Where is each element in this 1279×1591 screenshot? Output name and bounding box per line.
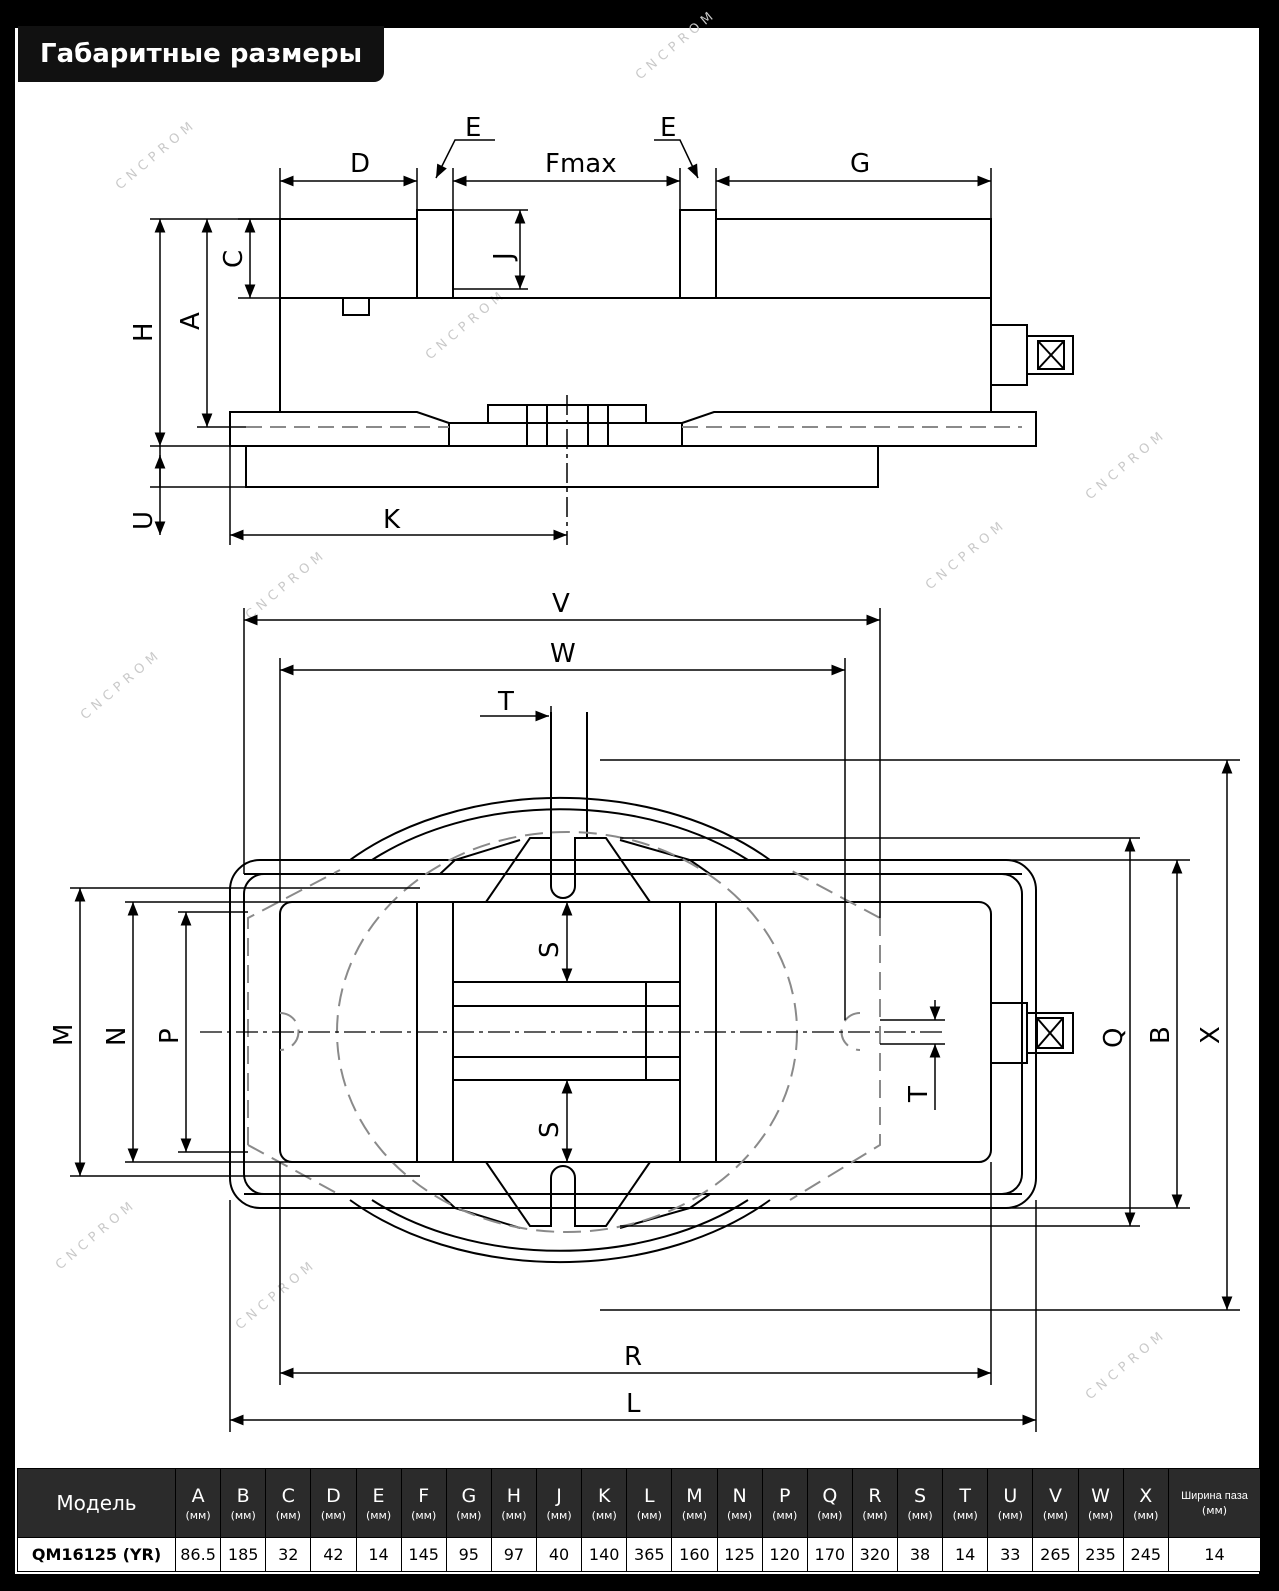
dim-label-X: X [1196,1026,1226,1044]
header-R: R(мм) [851,1468,899,1538]
header-K: K(мм) [581,1468,628,1538]
header-F: F(мм) [400,1468,447,1538]
table-header-row: Модель A(мм) B(мм) C(мм) D(мм) E(мм) F(м… [17,1468,1261,1538]
watermark-text-8: CNCPROM [53,1197,140,1274]
watermark-text-7: CNCPROM [78,647,165,724]
cell-H: 97 [490,1537,538,1572]
cell-G: 95 [445,1537,492,1572]
header-N: N(мм) [716,1468,763,1538]
dim-label-H: H [129,322,159,342]
header-U: U(мм) [987,1468,1034,1538]
header-S: S(мм) [896,1468,944,1538]
dim-label-G: G [850,149,870,179]
header-E: E(мм) [355,1468,402,1538]
header-P: P(мм) [761,1468,808,1538]
side-view [229,209,1074,545]
header-L: L(мм) [626,1468,673,1538]
dim-label-R: R [624,1342,642,1372]
dim-label-D: D [350,149,370,179]
watermark-text-1: CNCPROM [633,7,720,84]
header-V: V(мм) [1032,1468,1079,1538]
dim-label-W: W [550,639,576,669]
cell-K: 140 [581,1537,628,1572]
cell-L: 365 [626,1537,673,1572]
dim-label-B: B [1146,1026,1176,1044]
dim-label-C: C [219,250,249,268]
header-model: Модель [17,1468,176,1538]
watermark-text-5: CNCPROM [923,517,1010,594]
header-slot-width: Ширина паза(мм) [1168,1468,1261,1538]
dimensions-table: Модель A(мм) B(мм) C(мм) D(мм) E(мм) F(м… [17,1468,1261,1572]
watermark-text-6: CNCPROM [243,547,330,624]
cell-J: 40 [535,1537,583,1572]
header-D: D(мм) [310,1468,357,1538]
cell-U: 33 [987,1537,1034,1572]
header-G: G(мм) [445,1468,492,1538]
cell-P: 120 [761,1537,808,1572]
cell-E: 14 [355,1537,402,1572]
technical-drawing: CNCPROM CNCPROM CNCPROM CNCPROM CNCPROM … [49,7,1240,1432]
header-Q: Q(мм) [806,1468,853,1538]
cell-T: 14 [942,1537,989,1572]
cell-model: QM16125 (YR) [17,1537,176,1572]
dim-label-T-top: T [497,687,514,717]
cell-slot-width: 14 [1168,1537,1261,1572]
watermark-text-9: CNCPROM [233,1257,320,1334]
cell-N: 125 [716,1537,763,1572]
header-X: X(мм) [1122,1468,1170,1538]
cell-W: 235 [1077,1537,1124,1572]
cell-C: 32 [265,1537,312,1572]
top-view [229,712,1074,1264]
top-view-dimensions [70,608,1240,1432]
dim-label-M: M [49,1024,79,1046]
cell-F: 145 [400,1537,447,1572]
dim-label-A: A [176,312,206,330]
dim-label-T-right: T [904,1086,934,1103]
dim-label-P: P [155,1028,185,1044]
dim-label-U: U [129,511,159,530]
watermark-text-2: CNCPROM [113,117,200,194]
cell-A: 86.5 [174,1537,222,1572]
cell-D: 42 [310,1537,357,1572]
cell-V: 265 [1032,1537,1079,1572]
dim-label-L: L [626,1389,641,1419]
header-J: J(мм) [535,1468,583,1538]
dim-label-V: V [552,589,570,619]
dim-label-K: K [383,505,401,535]
dim-label-S-top: S [535,941,565,958]
cell-B: 185 [220,1537,267,1572]
watermark-text-10: CNCPROM [1083,1327,1170,1404]
header-T: T(мм) [942,1468,989,1538]
cell-R: 320 [851,1537,899,1572]
header-B: B(мм) [220,1468,267,1538]
cell-Q: 170 [806,1537,853,1572]
dim-label-J: J [489,252,519,262]
table-row: QM16125 (YR) 86.5 185 32 42 14 145 95 97… [17,1537,1261,1572]
dim-label-Fmax: Fmax [545,149,617,179]
dim-label-Q: Q [1099,1028,1129,1048]
header-H: H(мм) [490,1468,538,1538]
watermark-text-4: CNCPROM [1083,427,1170,504]
header-C: C(мм) [265,1468,312,1538]
cell-M: 160 [671,1537,718,1572]
cell-X: 245 [1122,1537,1170,1572]
header-M: M(мм) [671,1468,718,1538]
cell-S: 38 [896,1537,944,1572]
drawing-frame [13,26,1261,1576]
dim-label-S-bottom: S [535,1121,565,1138]
header-W: W(мм) [1077,1468,1124,1538]
header-A: A(мм) [174,1468,222,1538]
dim-label-E-left: E [465,113,481,143]
page-title: Габаритные размеры [18,26,385,82]
side-view-dimensions [150,139,992,545]
dim-label-E-right: E [660,113,676,143]
dim-label-N: N [102,1027,132,1046]
